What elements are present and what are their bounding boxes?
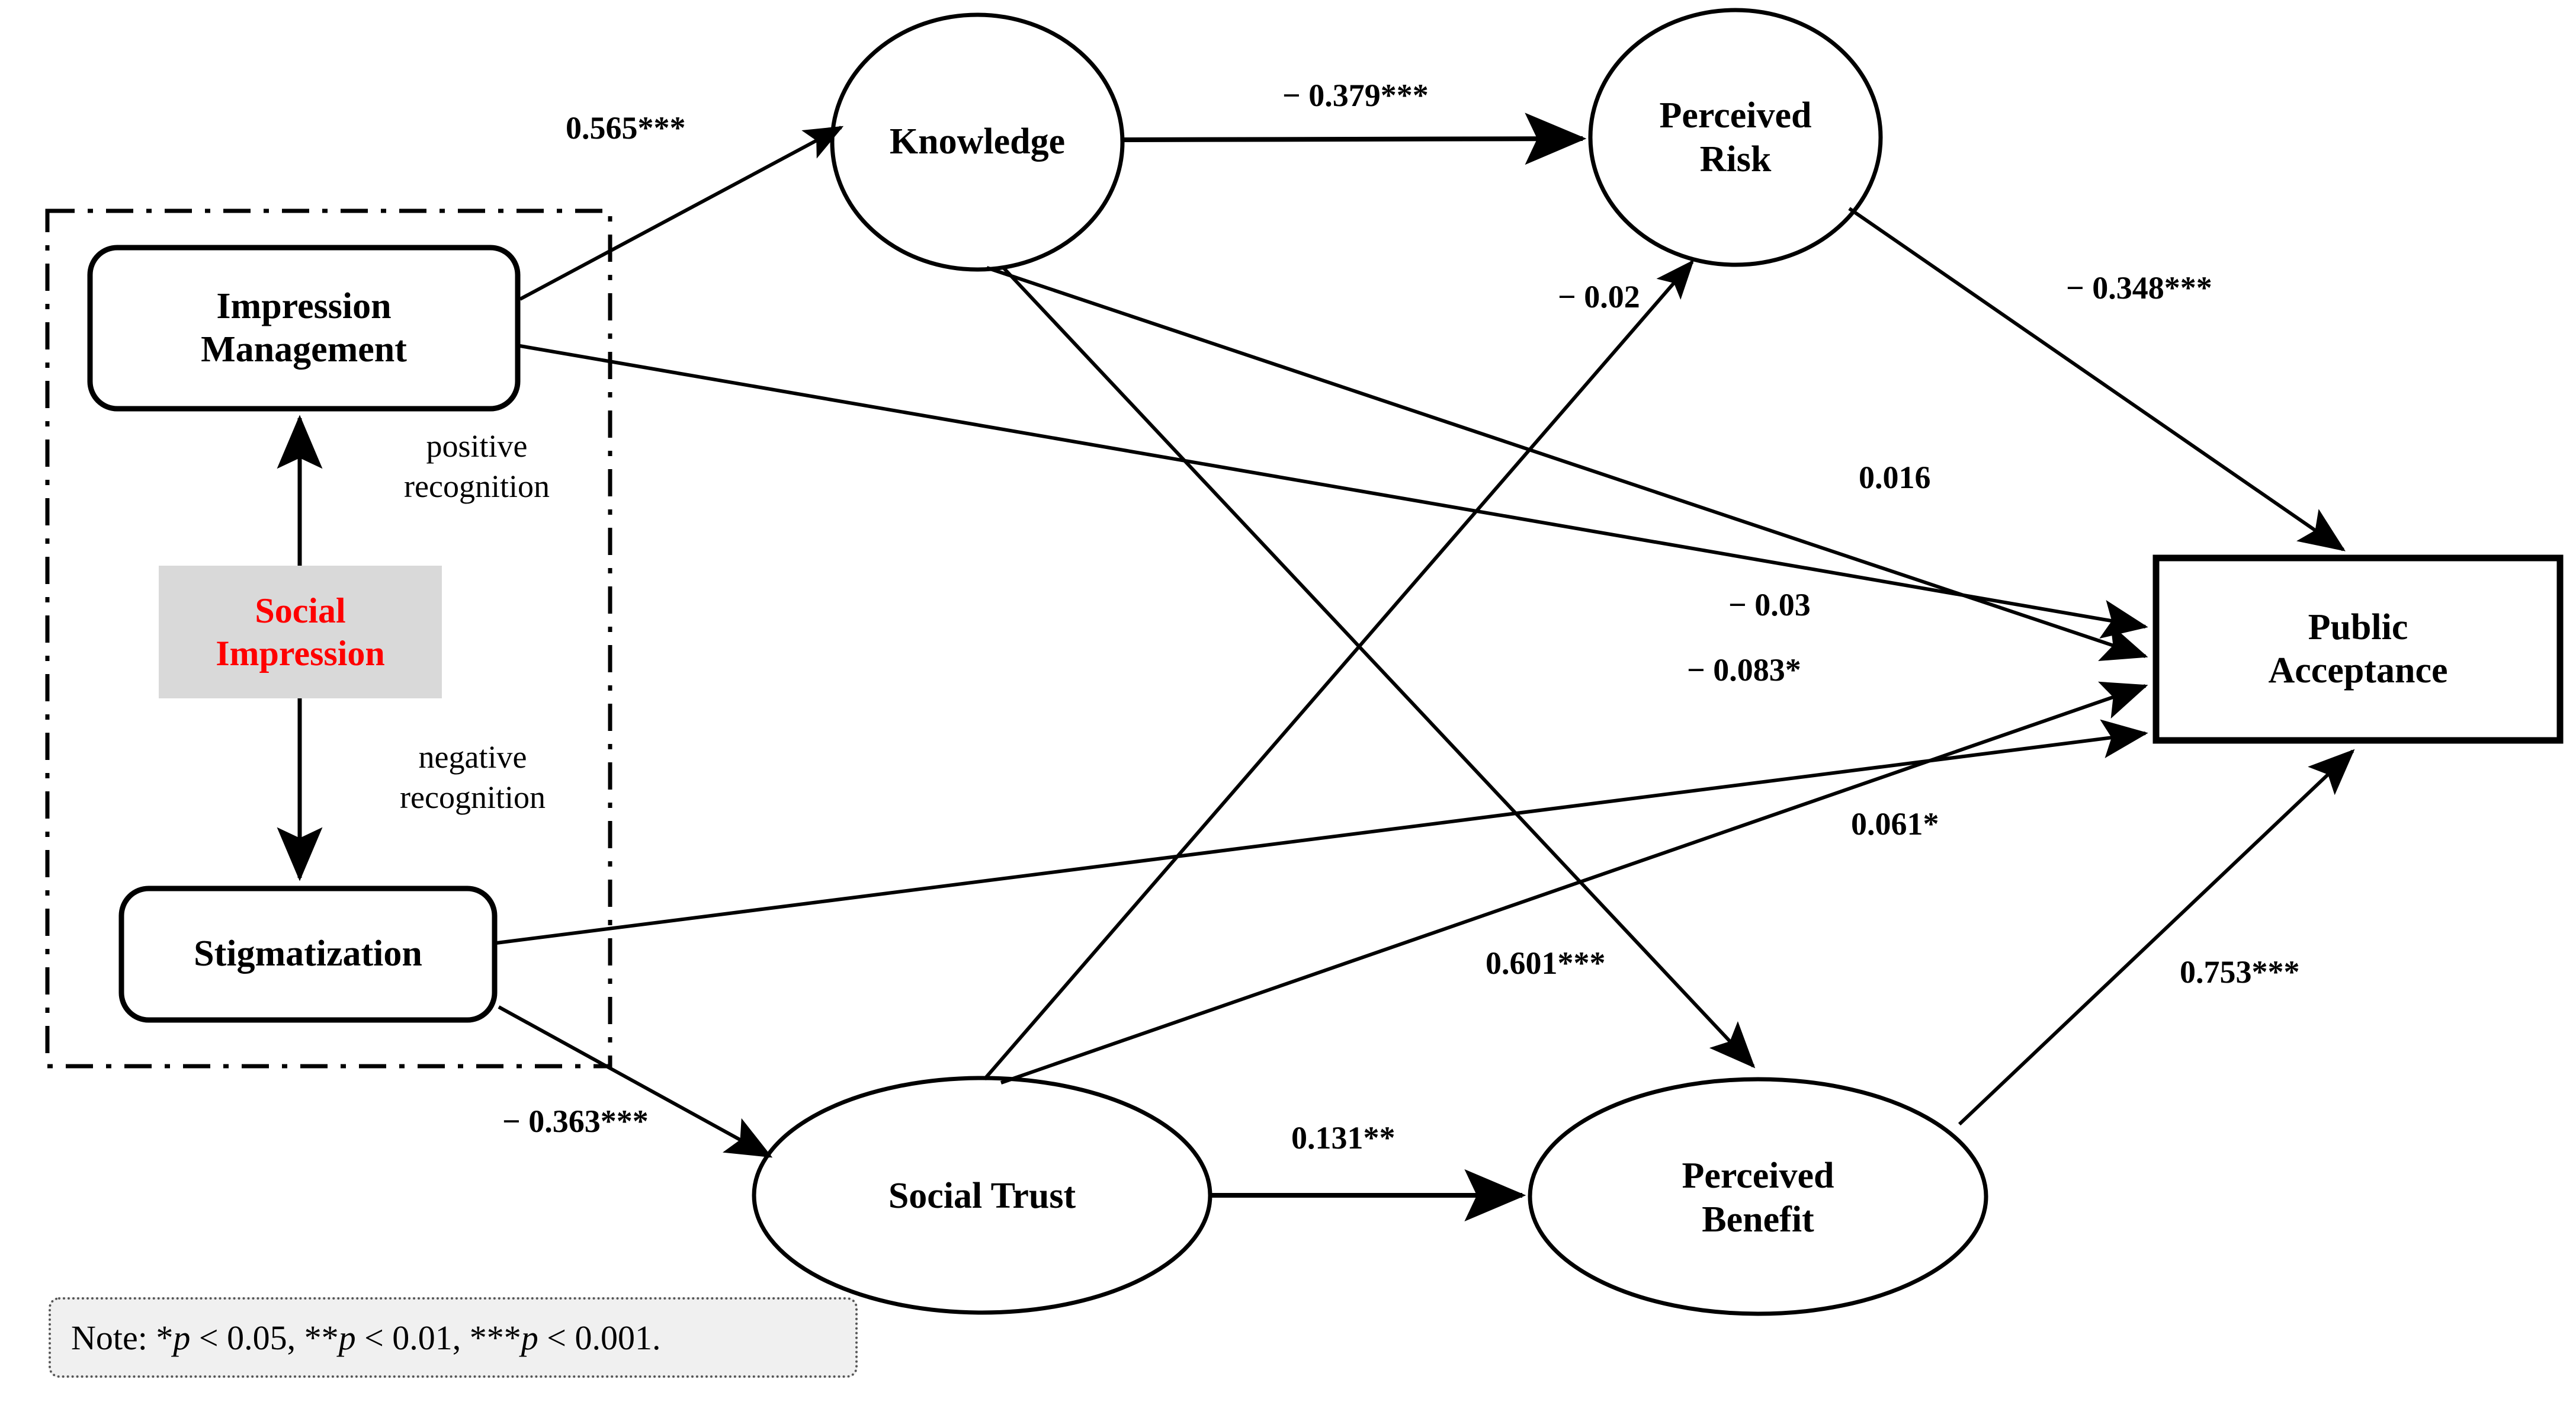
edge-label-im-to-knowledge: 0.565*** (566, 110, 686, 146)
edge-label-knowledge-to-public-acceptance: − 0.03 (1728, 587, 1811, 623)
node-social-impression[interactable]: Social Impression (159, 566, 442, 698)
edge-social-trust-to-public-acceptance (1000, 681, 2148, 1085)
edge-perceived-risk-to-public-acceptance (1848, 207, 2346, 551)
edge-label-stigmatization-to-public-acceptance: 0.061* (1851, 806, 1939, 842)
note-rest-2: < 0.01, (355, 1318, 470, 1357)
note-rest-3: < 0.001. (538, 1318, 661, 1357)
note-prefix: Note: (71, 1318, 156, 1357)
edge-im-to-public-acceptance (519, 344, 2148, 639)
edge-label-knowledge-to-perceived-benefit: 0.601*** (1486, 945, 1606, 981)
node-perceived-benefit-shape[interactable] (1528, 1077, 1988, 1316)
edge-stigmatization-to-public-acceptance (496, 719, 2148, 945)
note-stars-3: *** (469, 1318, 521, 1357)
edge-label-im-to-public-acceptance: 0.016 (1859, 460, 1931, 495)
note-stars-1: * (156, 1318, 174, 1357)
note-text: Note: *p < 0.05, **p < 0.01, ***p < 0.00… (71, 1318, 661, 1358)
significance-note: Note: *p < 0.05, **p < 0.01, ***p < 0.00… (49, 1297, 858, 1378)
node-public-acceptance-shape[interactable] (2152, 554, 2564, 744)
social-impression-group-border (45, 208, 612, 1069)
edge-label-social-trust-to-perceived-risk: − 0.02 (1558, 279, 1640, 315)
edge-im-to-knowledge (519, 126, 844, 301)
edge-knowledge-to-public-acceptance (986, 266, 2148, 662)
node-perceived-risk-shape[interactable] (1588, 8, 1883, 267)
label-positive-recognition: positive recognition (404, 428, 550, 504)
edge-label-perceived-benefit-to-public-acceptance: 0.753*** (2180, 954, 2300, 990)
note-p-1: p (173, 1318, 191, 1357)
edge-knowledge-to-perceived-benefit (1002, 266, 1756, 1069)
edge-label-perceived-risk-to-public-acceptance: − 0.348*** (2066, 270, 2212, 306)
node-stigmatization-shape[interactable] (118, 886, 498, 1023)
edge-stigmatization-to-social-trust (498, 1005, 773, 1158)
node-knowledge-shape[interactable] (830, 12, 1125, 272)
note-p-2: p (338, 1318, 356, 1357)
edge-label-social-trust-to-public-acceptance: − 0.083* (1687, 652, 1801, 688)
note-rest-1: < 0.05, (190, 1318, 304, 1357)
note-stars-2: ** (304, 1318, 339, 1357)
node-impression-management-shape[interactable] (87, 245, 521, 412)
node-social-trust-shape[interactable] (752, 1076, 1212, 1315)
edge-label-stigmatization-to-social-trust: − 0.363*** (502, 1104, 649, 1139)
note-p-3: p (521, 1318, 538, 1357)
edge-knowledge-to-perceived-risk (1124, 113, 1587, 165)
edge-social-trust-to-perceived-risk (983, 259, 1695, 1080)
edge-label-knowledge-to-perceived-risk: − 0.379*** (1282, 78, 1429, 113)
edge-perceived-benefit-to-public-acceptance (1958, 749, 2355, 1126)
edge-label-social-trust-to-perceived-benefit: 0.131** (1291, 1120, 1396, 1156)
label-negative-recognition: negative recognition (400, 739, 546, 815)
